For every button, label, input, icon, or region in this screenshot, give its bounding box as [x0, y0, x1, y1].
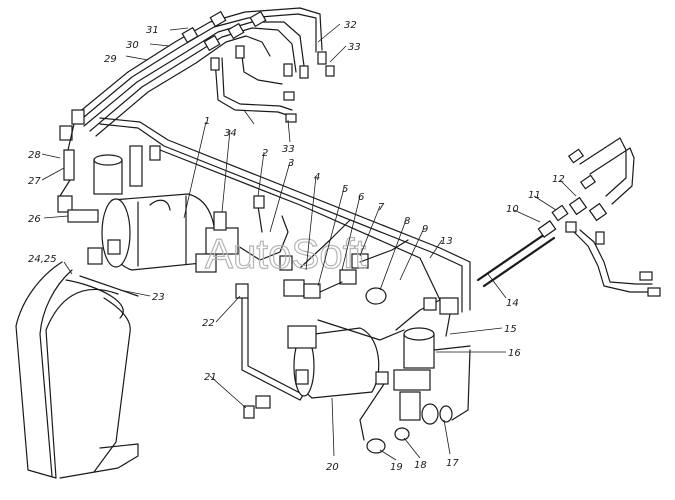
lower-assembly: [287, 297, 471, 454]
callout-3: 3: [288, 158, 294, 169]
center-valves: [195, 195, 409, 401]
watermark: AutoSoft: [205, 230, 366, 277]
reservoir-bracket: [15, 261, 139, 479]
callout-34: 34: [224, 128, 237, 139]
callout-33-bottom: 33: [282, 144, 295, 155]
callout-26: 26: [28, 214, 41, 225]
callout-29: 29: [104, 54, 117, 65]
callout-7: 7: [378, 202, 385, 213]
air-reservoir: [57, 109, 216, 271]
small-fittings: [243, 395, 271, 419]
callout-31: 31: [146, 25, 159, 36]
callout-4: 4: [314, 172, 320, 183]
callout-16: 16: [508, 348, 521, 359]
callout-6: 6: [358, 192, 364, 203]
callout-1: 1: [204, 116, 210, 127]
callout-20: 20: [326, 462, 339, 473]
callout-33-top: 33: [348, 42, 361, 53]
callout-27: 27: [28, 176, 41, 187]
callout-19: 19: [390, 462, 403, 473]
callout-labels: 31 32 33 30 29 33 34 1 2 3 4 5 6 7 8 9 1…: [28, 20, 565, 473]
callout-17: 17: [446, 458, 459, 469]
callout-18: 18: [414, 460, 427, 471]
callout-11: 11: [528, 190, 541, 201]
main-lines: [99, 117, 608, 313]
callout-13: 13: [440, 236, 453, 247]
callout-28: 28: [28, 150, 41, 161]
callout-22: 22: [202, 318, 215, 329]
callout-24-25: 24,25: [28, 254, 57, 265]
callout-32: 32: [344, 20, 357, 31]
callout-10: 10: [506, 204, 519, 215]
callout-15: 15: [504, 324, 517, 335]
callout-2: 2: [262, 148, 268, 159]
callout-21: 21: [204, 372, 217, 383]
tube-assembly-right: [567, 137, 661, 297]
callout-12: 12: [552, 174, 565, 185]
callout-8: 8: [404, 216, 410, 227]
tube-bundle-top: [71, 7, 335, 137]
callout-23: 23: [152, 292, 165, 303]
leader-lines: [41, 23, 577, 461]
callout-30: 30: [126, 40, 139, 51]
callout-5: 5: [342, 184, 348, 195]
callout-9: 9: [422, 224, 428, 235]
callout-14: 14: [506, 298, 519, 309]
